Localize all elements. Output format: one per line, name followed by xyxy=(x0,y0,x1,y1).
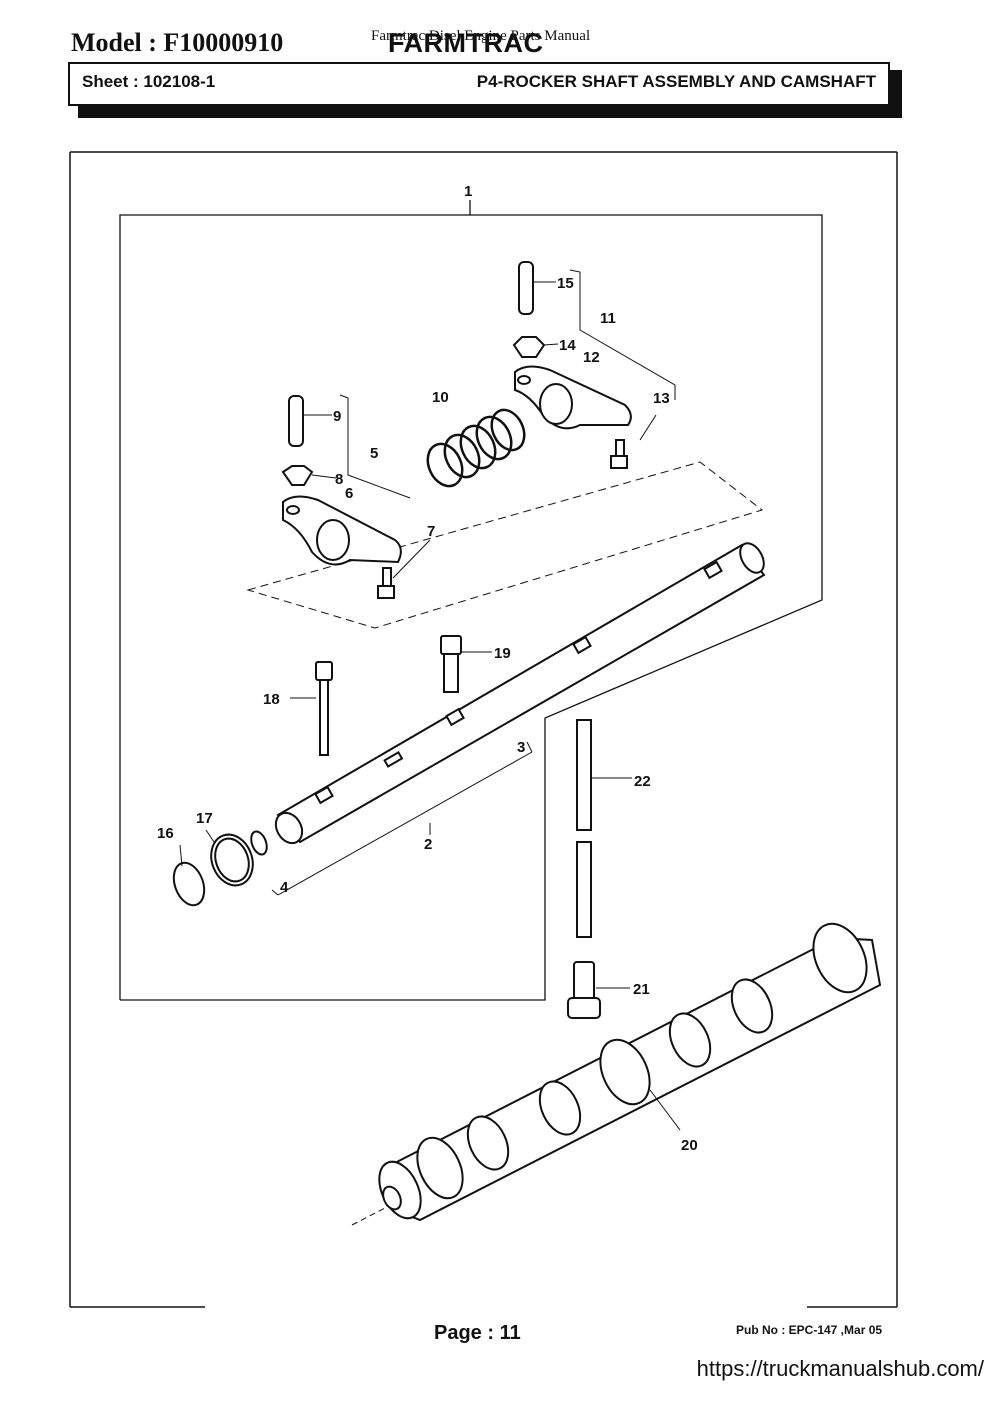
tappet xyxy=(567,961,601,1019)
part-label-8: 8 xyxy=(335,471,343,488)
rocker-spring xyxy=(426,408,526,488)
part-label-16: 16 xyxy=(157,825,174,842)
part-label-17: 17 xyxy=(196,810,213,827)
part-label-22: 22 xyxy=(634,773,651,790)
publication-number: Pub No : EPC-147 ,Mar 05 xyxy=(736,1323,883,1337)
part-label-11: 11 xyxy=(600,310,616,327)
rocker-arm-right xyxy=(514,365,632,469)
leader-lines xyxy=(179,281,681,1131)
part-label-15: 15 xyxy=(557,275,574,292)
model-number: Model : F10000910 xyxy=(71,28,284,57)
part-label-6: 6 xyxy=(345,485,353,502)
rocker-arm-left xyxy=(282,495,402,599)
part-label-7: 7 xyxy=(427,523,435,540)
part-label-19: 19 xyxy=(494,645,511,662)
sheet-title: P4-ROCKER SHAFT ASSEMBLY AND CAMSHAFT xyxy=(476,72,876,91)
part-label-12: 12 xyxy=(583,349,600,366)
snap-rings xyxy=(172,830,268,907)
shaft-bolts xyxy=(315,635,462,756)
rocker-shaft xyxy=(274,542,766,845)
manual-title: Farmtrac Disel Engine Parts Manual xyxy=(371,28,591,44)
part-label-4: 4 xyxy=(280,879,289,896)
adjusting-screw-right xyxy=(512,261,546,358)
adjusting-screw-left xyxy=(281,395,314,486)
part-label-18: 18 xyxy=(263,691,280,708)
part-label-2: 2 xyxy=(424,836,432,853)
part-label-9: 9 xyxy=(333,408,341,425)
sheet-number: Sheet : 102108-1 xyxy=(82,72,216,91)
brand-logo: FARMTRAC xyxy=(388,28,544,58)
sheet-header-box: Sheet : 102108-1 P4-ROCKER SHAFT ASSEMBL… xyxy=(68,62,890,106)
dimension-lines xyxy=(271,741,533,896)
part-label-14: 14 xyxy=(559,337,576,354)
part-label-3: 3 xyxy=(517,739,525,756)
part-label-21: 21 xyxy=(633,981,650,998)
source-url-link[interactable]: https://truckmanualshub.com/ xyxy=(696,1356,984,1381)
part-label-20: 20 xyxy=(681,1137,698,1154)
subassembly-brackets xyxy=(339,269,676,499)
rocker-subassembly-outline xyxy=(246,461,764,629)
part-label-10: 10 xyxy=(432,389,449,406)
part-label-13: 13 xyxy=(653,390,670,407)
part-label-5: 5 xyxy=(370,445,378,462)
page-number: Page : 11 xyxy=(434,1322,521,1344)
camshaft xyxy=(378,922,882,1222)
assembly-bracket xyxy=(119,200,823,1001)
part-label-1: 1 xyxy=(464,183,472,200)
diagram-frame xyxy=(69,151,898,1308)
push-rod xyxy=(576,719,592,938)
